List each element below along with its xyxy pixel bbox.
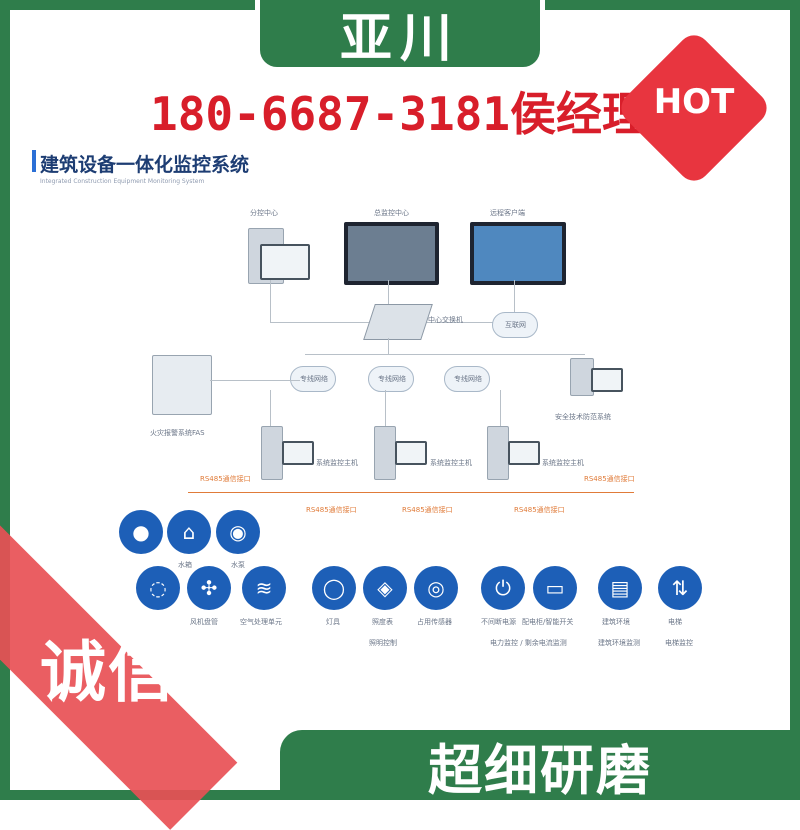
private-network-label-3: 专线网络 — [454, 375, 482, 383]
host-line-3 — [500, 390, 501, 430]
host-label-1: 系统监控主机 — [316, 459, 358, 467]
top-center-vertical — [388, 280, 389, 310]
icon-row2-label-5: 照度表 — [372, 618, 393, 626]
rs-label-4: RS485通信接口 — [514, 506, 565, 514]
host-line-2 — [385, 390, 386, 430]
mid-connection-line — [305, 354, 585, 355]
left-badge-text: 诚信经营 — [40, 634, 312, 711]
icon-row2-label-9: 建筑环境 — [602, 618, 630, 626]
icon-row2-label-7: 不间断电源 — [481, 618, 516, 626]
private-network-label-1: 专线网络 — [300, 375, 328, 383]
top-node-label-1: 分控中心 — [250, 209, 278, 217]
right-system-label: 安全技术防范系统 — [555, 413, 611, 421]
fire-alarm-cabinet — [152, 355, 212, 415]
top-node-label-2: 总监控中心 — [374, 209, 409, 217]
host-monitor-2 — [395, 441, 427, 465]
rs485-bus-main — [188, 492, 634, 493]
air-handling-icon: ≋ — [242, 566, 286, 610]
rs-label-1: RS485通信接口 — [200, 475, 251, 483]
fire-link-line — [210, 380, 300, 381]
diagram-subtitle: Integrated Construction Equipment Monito… — [40, 178, 205, 185]
icon-row2-label-6: 占用传感器 — [417, 618, 452, 626]
private-network-label-2: 专线网络 — [378, 375, 406, 383]
icon-row2-label-2: 风机盘管 — [190, 618, 218, 626]
group-label-lighting: 照明控制 — [369, 639, 397, 647]
switch-down-line — [388, 338, 389, 354]
top-node-label-3: 远程客户端 — [490, 209, 525, 217]
bottom-banner: 超细研磨 — [280, 730, 800, 802]
hvac-icon: ◌ — [136, 566, 180, 610]
diagram-title: 建筑设备一体化监控系统 — [31, 150, 249, 177]
private-network-cloud-2 — [368, 366, 414, 392]
central-switch — [363, 304, 433, 340]
fan-icon: ✣ — [187, 566, 231, 610]
host-label-3: 系统监控主机 — [542, 459, 584, 467]
lighting-icon: ◯ — [312, 566, 356, 610]
icon-row1-label-2: 水箱 — [178, 561, 192, 569]
bottom-banner-text: 超细研磨 — [428, 738, 652, 802]
brand-name: 亚川 — [339, 9, 460, 69]
host-server-2 — [374, 426, 396, 480]
icon-row2-label-4: 灯具 — [326, 618, 340, 626]
switch-label: 中心交换机 — [428, 316, 463, 324]
host-server-1 — [261, 426, 283, 480]
internet-label: 互联网 — [505, 321, 526, 329]
security-system-monitor — [591, 368, 623, 392]
icon-row2-label-3: 空气处理单元 — [240, 618, 282, 626]
private-network-cloud-1 — [290, 366, 336, 392]
top-left-vertical — [270, 280, 271, 322]
host-line-1 — [270, 390, 271, 430]
illuminance-icon: ◈ — [363, 566, 407, 610]
water-pump-icon: ◉ — [216, 510, 260, 554]
water-tank-icon: ⌂ — [167, 510, 211, 554]
hot-badge-text: HOT — [653, 82, 735, 122]
internet-cloud — [492, 312, 538, 338]
group-label-power: 电力监控 / 剩余电流监测 — [490, 639, 567, 647]
group-label-elevator: 电梯监控 — [665, 639, 693, 647]
icon-row2-label-10: 电梯 — [668, 618, 682, 626]
host-monitor-3 — [508, 441, 540, 465]
host-label-2: 系统监控主机 — [430, 459, 472, 467]
private-network-cloud-3 — [444, 366, 490, 392]
group-label-environment: 建筑环境监测 — [598, 639, 640, 647]
monitor-device-icon-1: ● — [119, 510, 163, 554]
distribution-cabinet-icon: ▭ — [533, 566, 577, 610]
main-monitor-screen — [344, 222, 439, 285]
host-monitor-1 — [282, 441, 314, 465]
left-system-label: 火灾报警系统FAS — [150, 429, 205, 437]
contact-phone-line: 180-6687-3181侯经理 — [150, 87, 649, 141]
rs-label-2: RS485通信接口 — [306, 506, 357, 514]
ups-icon: ⏻ — [481, 566, 525, 610]
rs-label-3: RS485通信接口 — [402, 506, 453, 514]
branch-center-monitor — [260, 244, 310, 280]
rs-label-5: RS485通信接口 — [584, 475, 635, 483]
brand-tab: 亚川 — [255, 0, 545, 72]
top-right-vertical — [514, 280, 515, 312]
host-server-3 — [487, 426, 509, 480]
remote-client-screen — [470, 222, 566, 285]
elevator-icon: ⇅ — [658, 566, 702, 610]
icon-row1-label-3: 水泵 — [231, 561, 245, 569]
icon-row2-label-8: 配电柜/智能开关 — [522, 618, 574, 626]
occupancy-sensor-icon: ◎ — [414, 566, 458, 610]
building-environment-icon: ▤ — [598, 566, 642, 610]
